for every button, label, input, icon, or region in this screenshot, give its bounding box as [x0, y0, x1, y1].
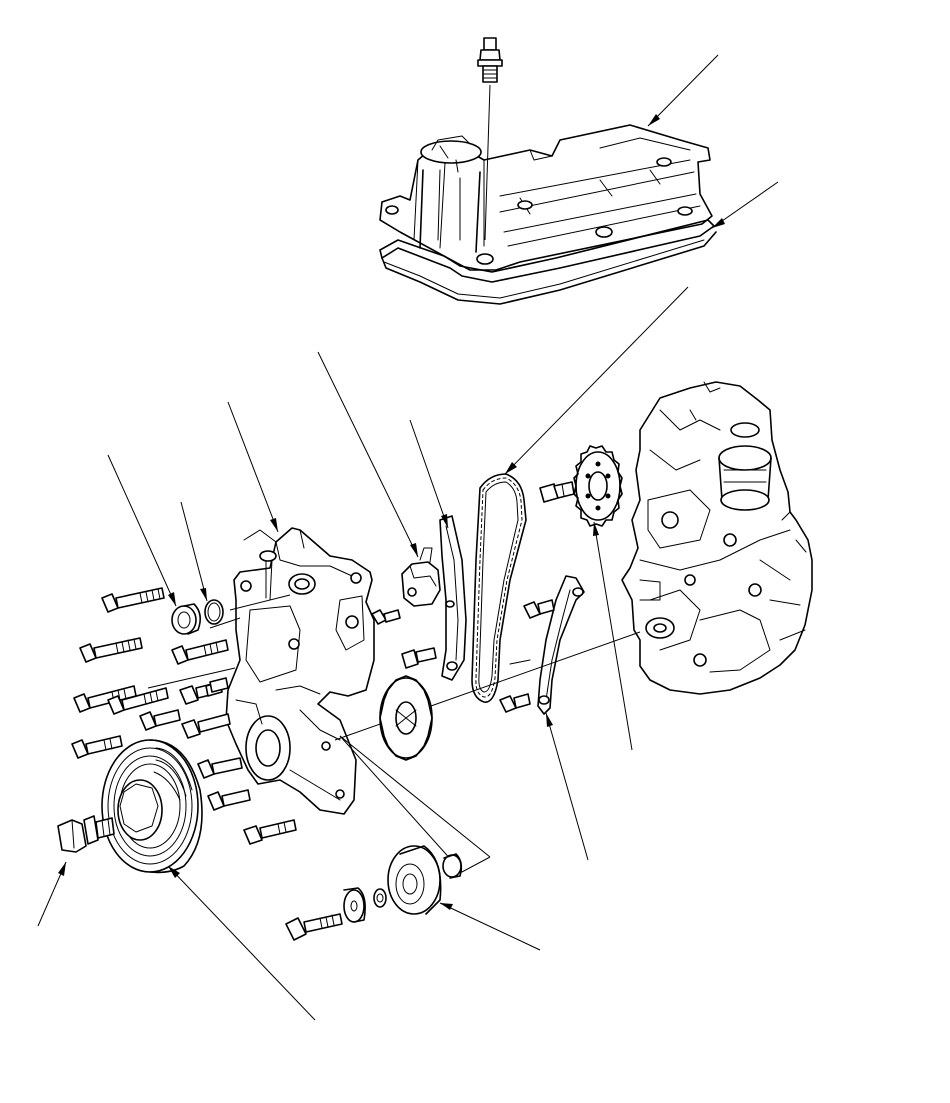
leader-lines [37, 54, 779, 1021]
tensioner-arm-bolt [401, 647, 437, 669]
bolt-axis-line-2 [147, 667, 236, 689]
oil-seal-cap [171, 603, 202, 635]
leader-crank-pulley [167, 865, 316, 1021]
arrow-chain-guide [546, 713, 553, 727]
cover-bolt [243, 819, 297, 845]
arrow-o-ring [200, 588, 207, 601]
chain-guide [509, 575, 585, 715]
leader-oil-seal-cap [107, 454, 177, 607]
leader-o-ring [180, 501, 208, 602]
leader-cam-sprocket [593, 521, 633, 751]
arrow-cam-chain [505, 462, 517, 474]
cover-bolt [101, 587, 165, 613]
idler-bolt [285, 913, 343, 941]
bolt-axis-line [484, 84, 491, 241]
arrow-tensioner-arm [441, 514, 448, 528]
idler-pulley [387, 845, 442, 915]
cover-bolt [139, 709, 181, 731]
seal-axis-line [229, 594, 291, 611]
engine-block [621, 381, 813, 695]
chain-tensioner [401, 547, 441, 607]
leader-chain-tensioner [317, 351, 419, 558]
cover-bolt [71, 735, 123, 759]
arrow-chain-case [270, 518, 278, 532]
leader-idler-mount-2 [339, 735, 491, 858]
arrow-gasket [712, 218, 725, 228]
leader-valve-cover [647, 54, 719, 127]
crank-sprocket [379, 675, 433, 761]
cover-bolt [79, 637, 143, 663]
arrow-chain-tensioner [410, 543, 418, 557]
leader-idler-pulley [439, 902, 541, 951]
idler-collar [373, 888, 387, 908]
cover-bolts [71, 587, 297, 845]
tensioner-bolt [371, 609, 401, 625]
valve-cover-bolt [477, 37, 503, 83]
cam-sprocket-bolt [539, 481, 575, 503]
o-ring [204, 599, 224, 625]
chain-guide-bolt-bottom [499, 693, 531, 713]
arrow-crank-pulley [168, 866, 180, 878]
crank-pulley [101, 739, 203, 874]
arrow-valve-cover [648, 114, 660, 126]
valve-cover-gasket [379, 219, 717, 305]
cam-sprocket [573, 445, 623, 527]
chain-case [225, 527, 375, 815]
cam-chain [471, 473, 527, 703]
crank-bolt [57, 815, 115, 853]
leader-cam-chain [504, 286, 689, 475]
tensioner-arm [439, 515, 467, 681]
arrow-crank-bolt [58, 862, 66, 876]
leader-chain-case [227, 401, 279, 533]
arrow-idler-pulley [440, 903, 453, 910]
seal-axis-line-2 [209, 617, 241, 629]
valve-cover [379, 124, 713, 271]
leader-chain-guide [545, 712, 589, 861]
idler-spacer [442, 853, 463, 879]
chain-guide-bolt-top [523, 599, 555, 619]
idler-washer [343, 887, 366, 923]
cover-bolt [197, 757, 243, 779]
cover-stud [205, 677, 229, 697]
leader-idler-mount [339, 735, 491, 873]
leader-tensioner-arm [409, 419, 449, 529]
cover-bolt [107, 687, 169, 715]
cover-bolt [181, 713, 231, 739]
arrow-oil-seal-cap [168, 592, 176, 606]
cover-bolt [207, 789, 251, 811]
arrow-cam-sprocket [593, 522, 599, 536]
cover-bolt [171, 639, 229, 665]
